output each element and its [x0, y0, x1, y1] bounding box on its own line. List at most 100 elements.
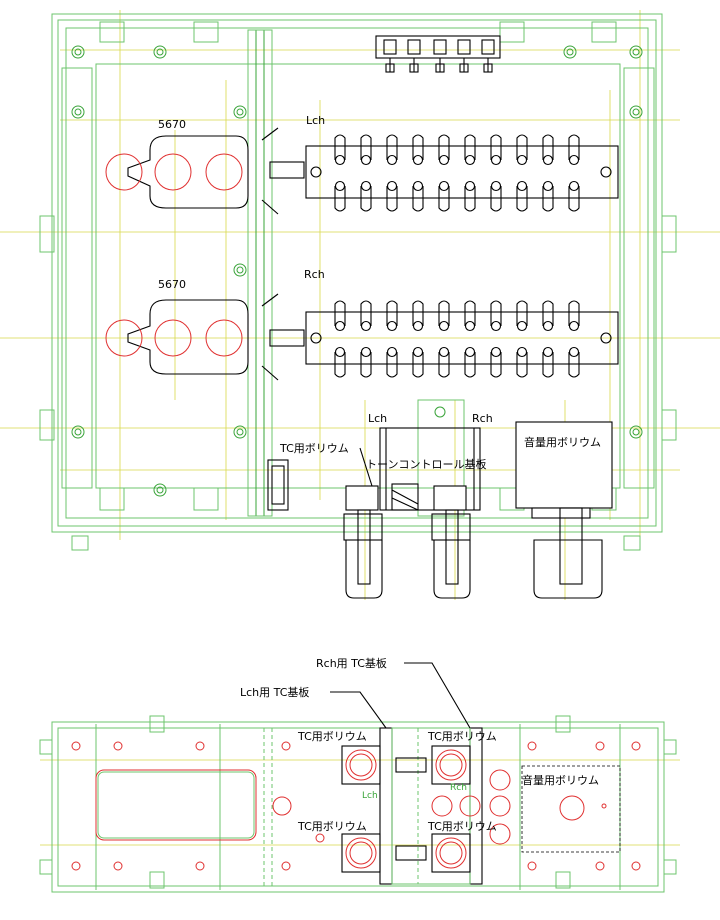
solder-lug — [490, 134, 502, 160]
volume-area-bottom: 音量用ボリウム — [521, 765, 621, 853]
tube-socket-upper: 5670 — [105, 118, 249, 209]
lug-hole — [542, 154, 554, 166]
lug-hole — [542, 320, 554, 332]
lug-hole — [542, 346, 554, 358]
solder-lug — [464, 300, 476, 326]
volume-label: 音量用ボリウム — [524, 435, 601, 449]
lug-hole — [438, 320, 450, 332]
lug-hole — [360, 180, 372, 192]
lch-board-label: Lch用 TC基板 — [240, 685, 309, 699]
lug-hole — [334, 320, 346, 332]
solder-lug — [360, 186, 372, 212]
tc-volume-label: TC用ボリウム — [279, 442, 349, 455]
lug-hole — [542, 180, 554, 192]
tc-pot-tl — [341, 745, 381, 785]
lch-amp-board: Lch — [261, 114, 619, 215]
solder-lug — [490, 300, 502, 326]
tc-volume-br-label: TC用ボリウム — [427, 820, 497, 833]
solder-lug — [516, 186, 528, 212]
lug-hole — [490, 346, 502, 358]
solder-lug — [412, 352, 424, 378]
solder-lug — [516, 352, 528, 378]
solder-lug — [542, 134, 554, 160]
lug-hole — [386, 180, 398, 192]
solder-lug — [386, 134, 398, 160]
tc-pot-br — [431, 833, 471, 873]
solder-lug — [490, 186, 502, 212]
tone-control-board: Lch Rch TC用ボリウム トーンコントロール基板 — [267, 399, 493, 517]
lug-hole — [360, 346, 372, 358]
tc-volume-tl-label: TC用ボリウム — [297, 730, 367, 743]
solder-lug — [542, 352, 554, 378]
tc-boards-bottom: Lch Rch — [341, 727, 511, 885]
tc-pot-tr — [431, 745, 471, 785]
lug-hole — [412, 180, 424, 192]
knob-shafts — [343, 507, 603, 599]
tc-rch-label: Rch — [472, 412, 493, 425]
tube-socket-lower: 5670 — [105, 278, 249, 375]
bottom-holes — [71, 741, 641, 871]
lug-hole — [438, 154, 450, 166]
solder-lug — [438, 352, 450, 378]
tc-volume-tr-label: TC用ボリウム — [427, 730, 497, 743]
solder-lug — [490, 352, 502, 378]
solder-lug — [360, 134, 372, 160]
lug-hole — [386, 154, 398, 166]
solder-lug — [438, 300, 450, 326]
solder-lug — [464, 352, 476, 378]
lch-label: Lch — [306, 114, 325, 127]
solder-lug — [334, 186, 346, 212]
solder-lug — [334, 134, 346, 160]
lug-hole — [464, 154, 476, 166]
solder-lug — [568, 300, 580, 326]
input-connector — [375, 35, 501, 73]
lch-small-label: Lch — [362, 791, 378, 801]
solder-lug — [360, 300, 372, 326]
solder-lug — [412, 134, 424, 160]
top-view: 5670 5670 Lch Rch — [0, 10, 720, 600]
lug-hole — [412, 320, 424, 332]
solder-lug — [412, 300, 424, 326]
transformer-cutout — [95, 769, 257, 841]
tube-label-upper: 5670 — [158, 118, 186, 131]
solder-lug — [412, 186, 424, 212]
tc-lch-label: Lch — [368, 412, 387, 425]
solder-lug — [360, 352, 372, 378]
volume-pot: 音量用ボリウム — [515, 421, 613, 519]
solder-lug — [334, 352, 346, 378]
lug-hole — [568, 154, 580, 166]
lug-hole — [568, 320, 580, 332]
solder-lug — [464, 186, 476, 212]
solder-lug — [516, 134, 528, 160]
guide-lines — [0, 10, 720, 600]
solder-lug — [386, 300, 398, 326]
solder-lug — [334, 300, 346, 326]
lug-hole — [490, 154, 502, 166]
lug-hole — [516, 180, 528, 192]
bottom-view: Lch Rch 音量用ボリウム Rch用 TC基板 Lch用 TC基板 TC用ボ… — [39, 656, 680, 893]
lug-hole — [438, 346, 450, 358]
tc-volume-bl-label: TC用ボリウム — [297, 820, 367, 833]
lug-hole — [334, 346, 346, 358]
lug-hole — [516, 320, 528, 332]
volume-label-bottom: 音量用ボリウム — [522, 773, 599, 787]
rch-small-label: Rch — [450, 783, 467, 793]
solder-lug — [438, 134, 450, 160]
lug-hole — [516, 154, 528, 166]
lug-hole — [438, 180, 450, 192]
solder-lug — [542, 300, 554, 326]
lug-hole — [568, 180, 580, 192]
lug-hole — [464, 180, 476, 192]
solder-lug — [438, 186, 450, 212]
lug-hole — [490, 320, 502, 332]
lug-hole — [334, 180, 346, 192]
lug-hole — [464, 320, 476, 332]
lug-hole — [516, 346, 528, 358]
tone-board-label: トーンコントロール基板 — [366, 457, 486, 471]
lug-hole — [464, 346, 476, 358]
solder-lug — [542, 186, 554, 212]
rch-amp-board: Rch — [261, 268, 619, 381]
rch-label: Rch — [304, 268, 325, 281]
lug-hole — [386, 320, 398, 332]
